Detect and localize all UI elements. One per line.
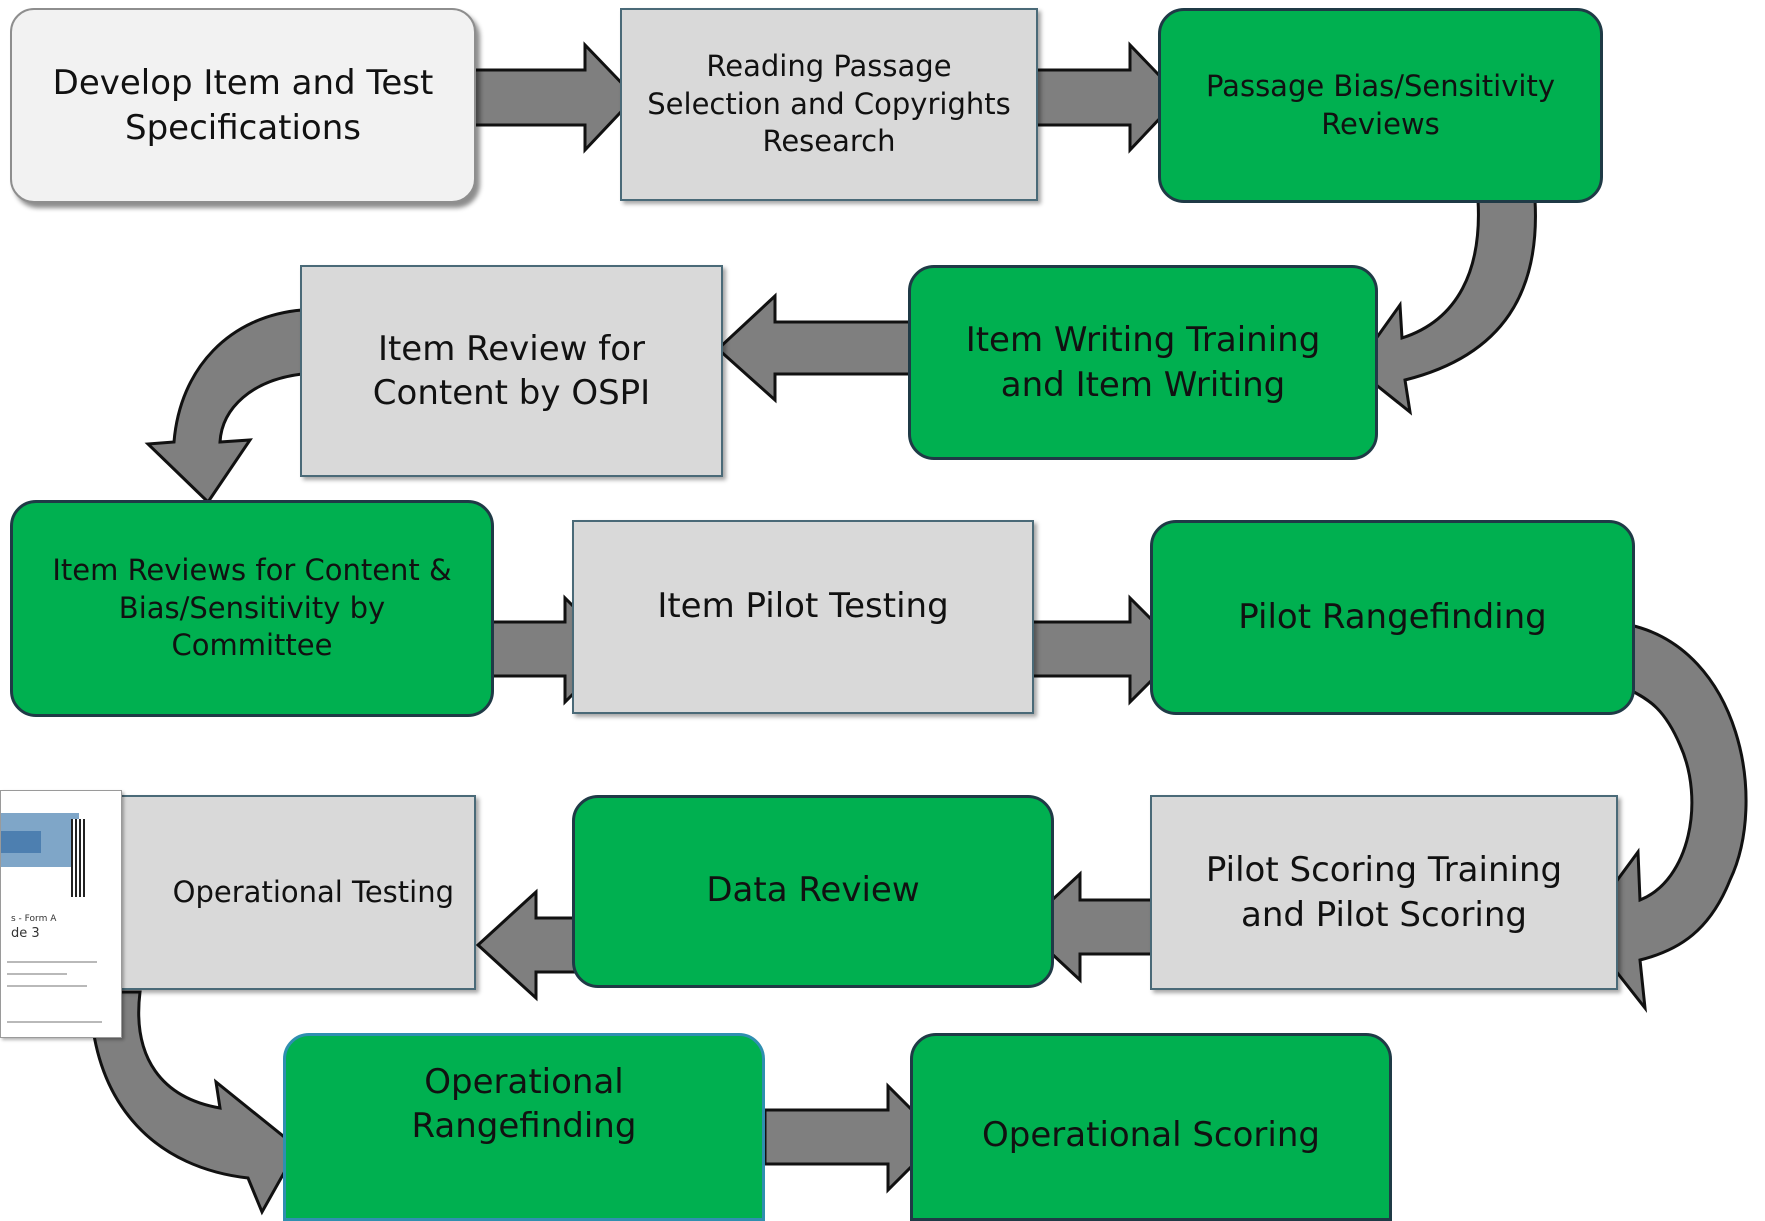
node-operational-testing: Operational Testing: [100, 795, 476, 990]
node-item-writing: Item Writing Training and Item Writing: [908, 265, 1378, 460]
thumbnail-line: [7, 1021, 102, 1023]
node-operational-rangefinding: Operational Rangefinding: [283, 1033, 765, 1221]
node-label: Reading Passage Selection and Copyrights…: [647, 48, 1011, 159]
thumbnail-line: [7, 961, 97, 963]
node-label: Data Review: [706, 870, 920, 910]
node-label: Pilot Scoring Training and Pilot Scoring: [1205, 850, 1563, 935]
arrow-ospi-to-committee: [144, 308, 304, 505]
node-committee-review: Item Reviews for Content & Bias/Sensitiv…: [10, 500, 494, 717]
thumbnail-text-form: s - Form A: [11, 914, 57, 924]
arrow-operational-to-rangefinding: [88, 990, 300, 1216]
thumbnail-text-grade: de 3: [11, 926, 40, 941]
node-pilot-testing: Item Pilot Testing: [572, 520, 1034, 714]
thumbnail-banner-dark: [1, 831, 41, 853]
node-passage-bias: Passage Bias/Sensitivity Reviews: [1158, 8, 1603, 203]
node-label: Operational Scoring: [982, 1115, 1320, 1155]
node-label: Operational Rangefinding: [411, 1062, 637, 1147]
node-ospi-review: Item Review for Content by OSPI: [300, 265, 723, 477]
arrow-writing-to-ospi: [715, 292, 912, 404]
node-label: Item Writing Training and Item Writing: [965, 320, 1321, 405]
node-label: Pilot Rangefinding: [1238, 597, 1547, 638]
arrow-rangefinding-to-scoring: [1580, 623, 1748, 1014]
arrow-develop-to-selection: [468, 41, 638, 154]
node-label: Item Reviews for Content & Bias/Sensitiv…: [52, 552, 452, 663]
thumbnail-line: [7, 973, 67, 975]
node-pilot-scoring: Pilot Scoring Training and Pilot Scoring: [1150, 795, 1618, 990]
node-label: Item Review for Content by OSPI: [372, 328, 651, 413]
arrow-bias-to-writing: [1352, 198, 1537, 416]
test-booklet-thumbnail-icon: s - Form A de 3: [0, 790, 122, 1038]
node-label: Passage Bias/Sensitivity Reviews: [1206, 68, 1555, 141]
arrow-selection-to-bias: [1028, 41, 1183, 154]
thumbnail-line: [7, 985, 87, 987]
barcode-icon: [71, 819, 87, 897]
node-develop-specs: Develop Item and Test Specifications: [10, 8, 476, 203]
node-pilot-rangefinding: Pilot Rangefinding: [1150, 520, 1635, 715]
node-label: Item Pilot Testing: [657, 586, 949, 626]
node-label: Operational Testing: [172, 874, 454, 909]
node-operational-scoring: Operational Scoring: [910, 1033, 1392, 1221]
node-label: Develop Item and Test Specifications: [52, 63, 434, 148]
node-data-review: Data Review: [572, 795, 1054, 988]
node-passage-selection: Reading Passage Selection and Copyrights…: [620, 8, 1038, 201]
